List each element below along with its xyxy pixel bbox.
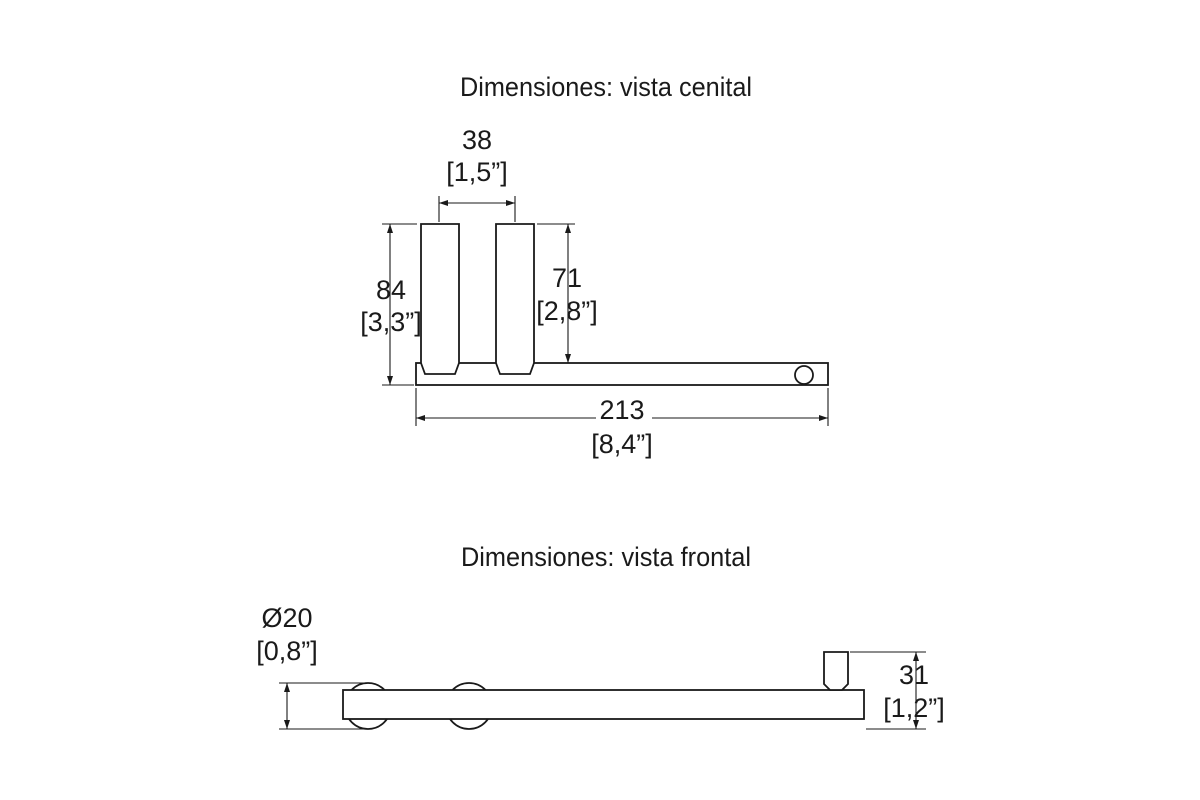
dim-height-mm: 31 (899, 660, 929, 690)
dim-total-depth: 84 [3,3”] (360, 223, 422, 386)
top-view: Dimensiones: vista cenital 38 [1,5”] 84 … (360, 72, 829, 459)
top-mount-hole (794, 365, 814, 385)
dim-arm-length-inch: [2,8”] (536, 296, 598, 326)
dim-arm-length-mm: 71 (552, 263, 582, 293)
front-base-bar (342, 689, 865, 720)
front-view-title: Dimensiones: vista frontal (461, 542, 751, 572)
dim-total-depth-inch: [3,3”] (360, 307, 422, 337)
dim-length-mm: 213 (599, 395, 644, 425)
front-view: Dimensiones: vista frontal Ø20 [0,8”] 31… (256, 542, 945, 730)
dim-diameter: Ø20 [0,8”] (256, 603, 365, 730)
dim-spacing-inch: [1,5”] (446, 157, 508, 187)
dim-arm-length: 71 [2,8”] (536, 223, 598, 363)
front-knob (823, 651, 849, 691)
dim-length: 213 [8,4”] (415, 388, 829, 459)
dim-total-depth-mm: 84 (376, 275, 406, 305)
top-base-bar (415, 362, 829, 386)
top-view-title: Dimensiones: vista cenital (460, 72, 752, 102)
dim-height-inch: [1,2”] (883, 693, 945, 723)
top-arm-right (495, 223, 535, 375)
dim-length-inch: [8,4”] (591, 429, 653, 459)
dim-spacing: 38 [1,5”] (438, 125, 516, 222)
dim-diameter-inch: [0,8”] (256, 636, 318, 666)
dim-spacing-mm: 38 (462, 125, 492, 155)
dim-height: 31 [1,2”] (850, 651, 945, 730)
dim-diameter-mm: Ø20 (261, 603, 312, 633)
top-arm-left (420, 223, 460, 375)
